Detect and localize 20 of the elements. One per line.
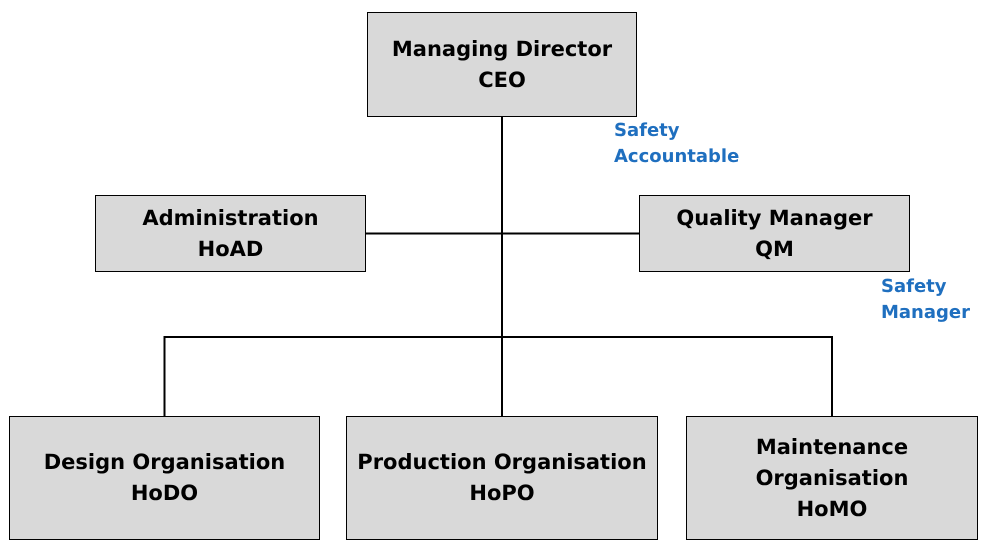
org-box xyxy=(686,416,978,540)
role-code: CEO xyxy=(478,66,526,94)
org-box xyxy=(639,195,910,272)
role-title: Maintenance Organisation xyxy=(754,434,910,492)
role-title: Quality Manager xyxy=(676,204,873,232)
org-box xyxy=(95,195,366,272)
responsibility-label: Safety Manager xyxy=(881,275,971,325)
role-title: Administration xyxy=(142,204,319,232)
role-code: HoAD xyxy=(198,236,264,262)
org-box xyxy=(9,416,320,540)
org-box xyxy=(367,12,637,117)
role-code: HoMO xyxy=(796,496,868,522)
responsibility-label: Safety Accountable xyxy=(614,119,740,169)
role-title: Production Organisation xyxy=(357,449,647,476)
org-box xyxy=(346,416,658,540)
role-code: HoPO xyxy=(469,480,535,507)
role-title: Managing Director xyxy=(392,36,612,62)
role-code: QM xyxy=(755,236,794,262)
role-code: HoDO xyxy=(130,480,198,507)
role-title: Design Organisation xyxy=(44,449,286,476)
